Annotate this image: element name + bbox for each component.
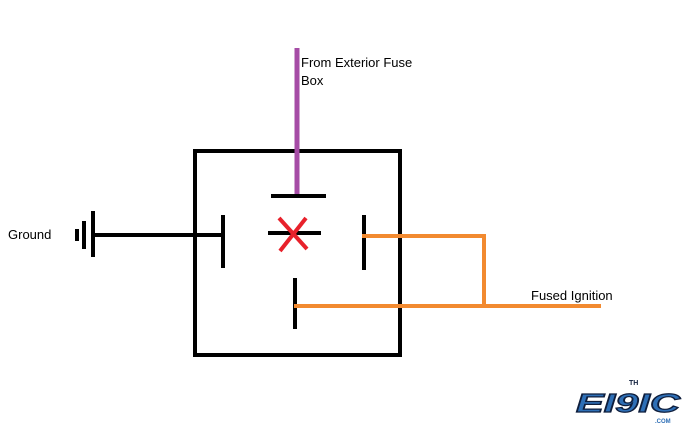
ground-label: Ground: [8, 227, 51, 242]
source-label-line1: From Exterior Fuse: [301, 55, 412, 70]
source-label-line2: Box: [301, 73, 324, 88]
fused-ignition-label: Fused Ignition: [531, 288, 613, 303]
civic-logo-icon: EI9IC TH .COM: [575, 380, 682, 425]
logo-brand: EI9IC: [576, 388, 682, 418]
logo-domain: .COM: [655, 419, 671, 425]
ground-icon: [75, 211, 95, 257]
ignition-wire: [294, 234, 601, 308]
x-cross-icon: [277, 216, 309, 253]
logo-superscript: TH: [629, 380, 638, 387]
